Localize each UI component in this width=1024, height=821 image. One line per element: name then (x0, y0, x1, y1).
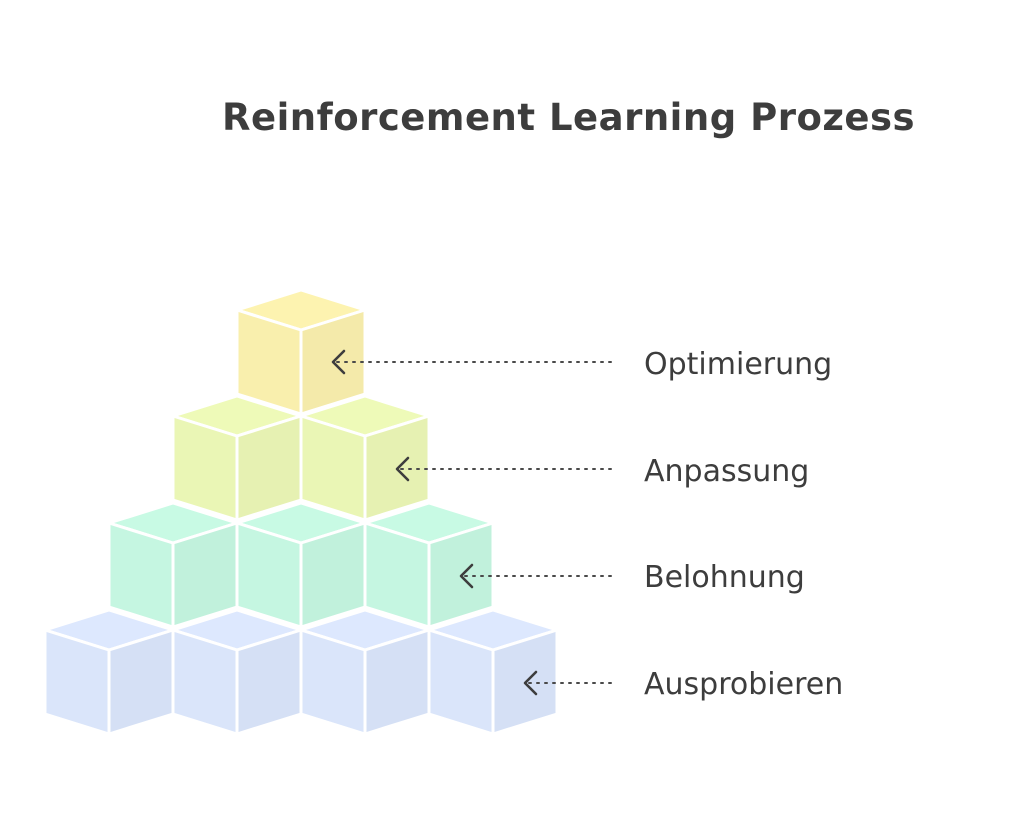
cube-belohnung-2-left-face (235, 521, 303, 629)
arrow-head-icon (523, 670, 538, 696)
cube-belohnung-2-right-face (299, 521, 367, 629)
cube-belohnung-1-left-face (107, 521, 175, 629)
level-label-ausprobieren: Ausprobieren (644, 667, 844, 702)
arrow-optimierung (331, 349, 616, 375)
cube-ausprobieren-4-left-face (427, 628, 495, 736)
level-label-belohnung: Belohnung (644, 560, 805, 595)
cube-ausprobieren-1-right-face (107, 628, 175, 736)
arrow-ausprobieren (523, 670, 616, 696)
cube-ausprobieren-4 (427, 608, 559, 736)
cube-ausprobieren-3-left-face (299, 628, 367, 736)
arrow-head-icon (459, 563, 474, 589)
cube-ausprobieren-2-left-face (171, 628, 239, 736)
cube-belohnung-1 (107, 501, 239, 629)
cube-belohnung-3 (363, 501, 495, 629)
arrow-anpassung (395, 456, 616, 482)
cube-anpassung-2 (299, 394, 431, 522)
cube-anpassung-1 (171, 394, 303, 522)
diagram-title: Reinforcement Learning Prozess (222, 96, 916, 139)
arrow-belohnung (459, 563, 616, 589)
cube-anpassung-2-left-face (299, 414, 367, 522)
cube-belohnung-3-left-face (363, 521, 431, 629)
cube-ausprobieren-2 (171, 608, 303, 736)
cube-ausprobieren-3-right-face (363, 628, 431, 736)
level-label-optimierung: Optimierung (644, 347, 833, 382)
cube-ausprobieren-1 (43, 608, 175, 736)
cube-anpassung-1-right-face (235, 414, 303, 522)
level-label-anpassung: Anpassung (644, 454, 810, 489)
arrow-head-icon (331, 349, 346, 375)
cube-ausprobieren-3 (299, 608, 431, 736)
cube-belohnung-2 (235, 501, 367, 629)
cube-optimierung-1 (235, 288, 367, 416)
cube-ausprobieren-2-right-face (235, 628, 303, 736)
cube-ausprobieren-1-left-face (43, 628, 111, 736)
arrow-head-icon (395, 456, 410, 482)
cube-anpassung-1-left-face (171, 414, 239, 522)
cube-belohnung-1-right-face (171, 521, 239, 629)
